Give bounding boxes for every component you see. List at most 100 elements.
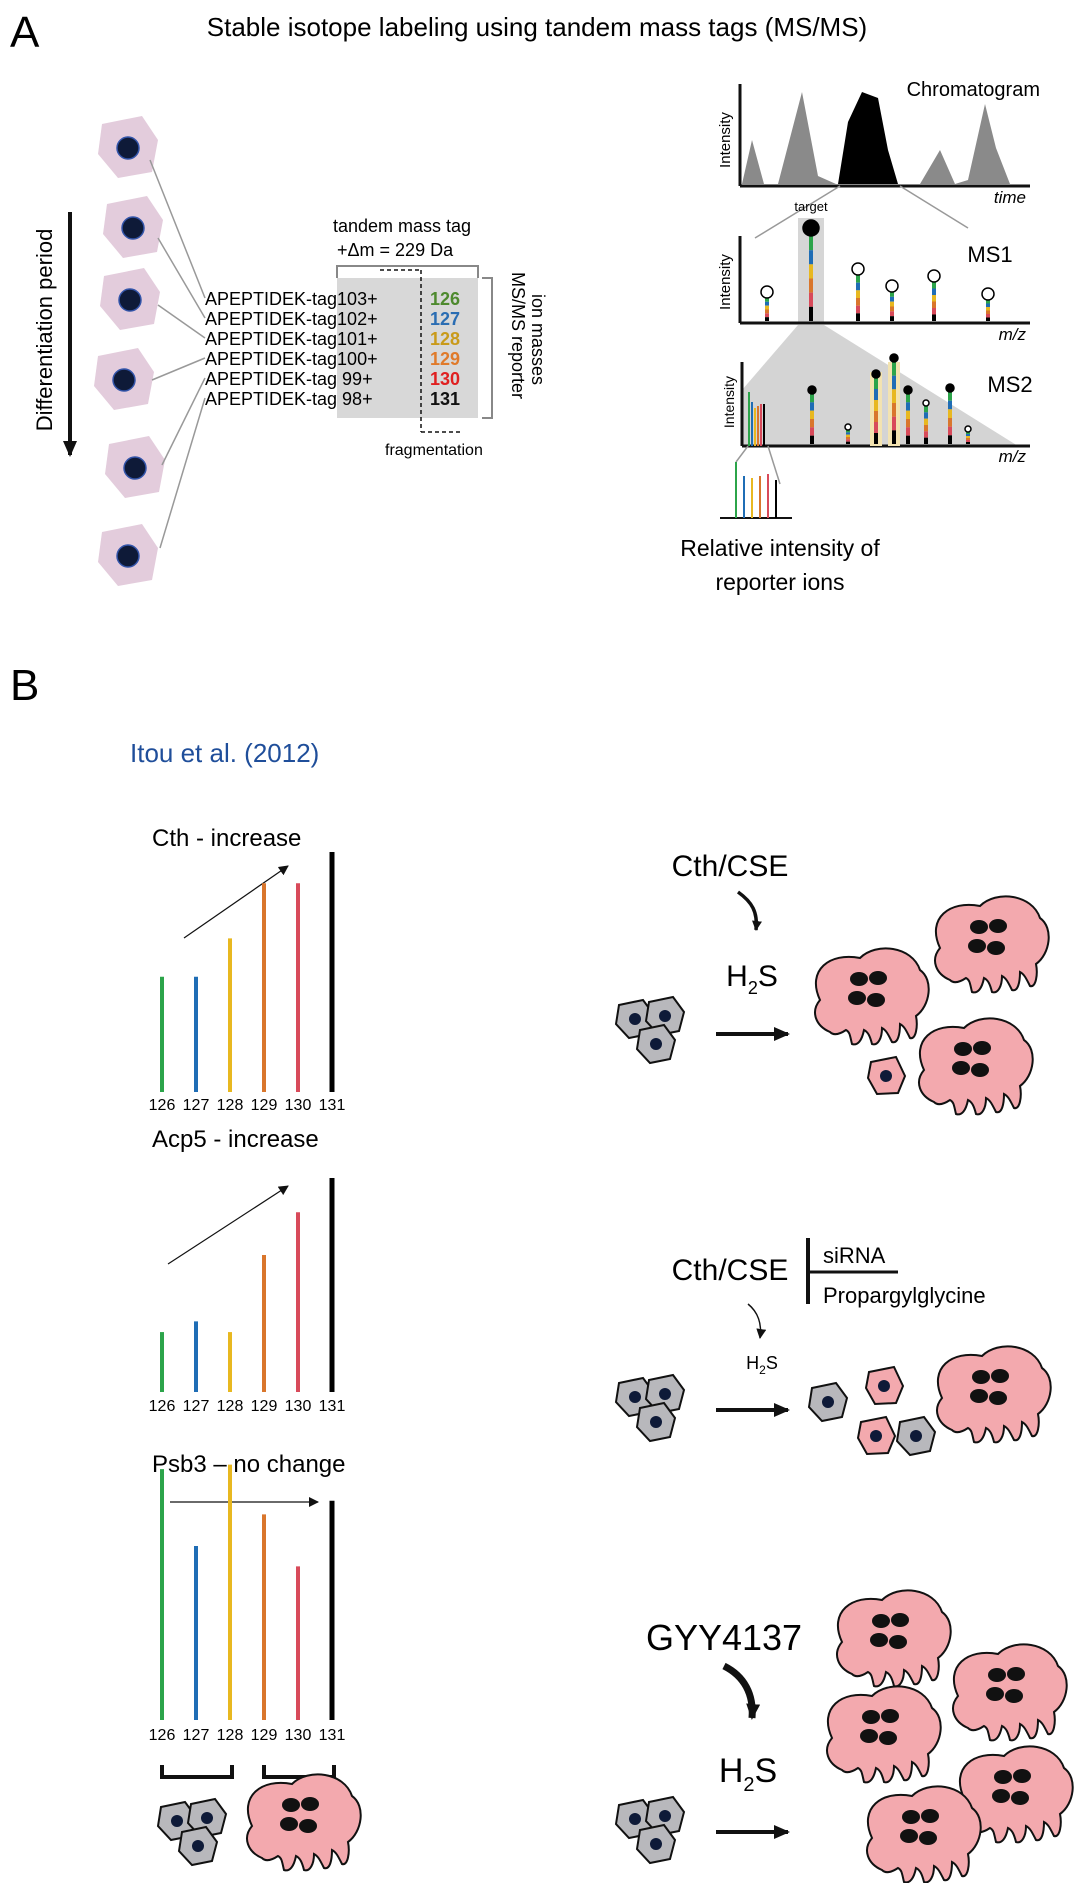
ms2-peak-6-head [922,399,930,407]
tick-label-129: 129 [251,1097,278,1114]
reporter-label-1: MS/MS reporter [508,272,528,399]
ms1-peak-2-head [802,219,820,237]
scenario-gyy4137: GYY4137 H2S [616,1589,1074,1883]
ms2-peak-2-head [844,423,852,431]
scenario1-curved-arrow [736,890,762,931]
tick-label-128: 128 [217,1097,244,1114]
peptide-list: APEPTIDEK-tag103+ APEPTIDEK-tag102+ APEP… [205,289,378,409]
tick-label-126: 126 [149,1097,176,1114]
scenario2-h2s: H2S [746,1353,778,1377]
chart-cth-title: Cth - increase [152,825,301,852]
ms2-peaks [807,353,972,446]
scenario2-gray-cell-2 [896,1416,936,1456]
ms2-peak-8-head [964,425,972,433]
panel-a-letter: A [10,8,40,57]
ms2-peak-1-head [807,385,817,395]
tick-label-127: 127 [183,1398,210,1415]
chart-cth-bars [160,852,335,1092]
peptide-row-4: APEPTIDEK-tag100+ [205,349,378,369]
ms2-intensity-label: Intensity [721,376,737,428]
rel-zoom-right [767,445,781,485]
reporter-masses: 126 127 128 129 130 131 [430,289,460,409]
inhibitor-sirna: siRNA [823,1243,886,1268]
chart-acp5-title: Acp5 - increase [152,1126,319,1153]
bracket-group-1 [160,1765,234,1779]
reporter-mass-128: 128 [430,329,460,349]
scenario2-precursors [616,1375,684,1441]
scenario3-osteoclast-5 [866,1785,982,1883]
cell-connectors [149,159,206,549]
fragmentation-label: fragmentation [385,442,483,459]
panel-b-letter: B [10,661,39,710]
ms2-reporter-peaks [748,392,765,446]
tick-label-131: 131 [319,1398,346,1415]
tick-label-130: 130 [285,1727,312,1744]
tmt-label: tandem mass tag [333,216,471,236]
ms1-peak-6-head [981,287,995,301]
citation: Itou et al. (2012) [130,738,319,768]
chrom-time-label: time [994,188,1026,207]
ms2-peak-7-head [945,383,955,393]
ms1-peak-5-head [927,269,941,283]
ms2-peak-3-head [871,369,881,379]
scenario1-osteoclast-1 [814,947,930,1046]
cell-stage-3 [99,267,161,331]
scenario3-curved-arrow [722,1662,761,1720]
ms1-intensity-label: Intensity [717,254,734,310]
scenario1-precursors [616,997,684,1063]
chart-psb3-title: Psb3 – no change [152,1451,346,1478]
relative-intensity-label-1: Relative intensity of [680,535,880,561]
osteoclast-legend [246,1773,362,1872]
ms1-label: MS1 [967,242,1012,267]
chromatogram: Chromatogram Intensity time [717,79,1040,207]
bracket-group-2 [262,1765,336,1779]
chart-acp5-bars [160,1178,335,1392]
ms1-peak-1-head [760,285,774,299]
chart-acp5-trend-arrow [167,1185,289,1265]
scenario2-curved-arrow [747,1303,767,1339]
tick-label-131: 131 [319,1097,346,1114]
tick-label-129: 129 [251,1398,278,1415]
chrom-intensity-label: Intensity [717,112,734,168]
cell-stage-5 [104,435,166,499]
relative-intensity-label-2: reporter ions [715,569,844,595]
cell-stage-6 [97,523,159,587]
reporter-bracket [482,277,493,419]
ms1-peaks [760,219,995,321]
peptide-row-5: APEPTIDEK-tag 99+ [205,369,373,389]
ms1-peak-3-head [851,262,865,276]
scenario1-osteoclast-2 [934,895,1050,994]
tick-label-126: 126 [149,1398,176,1415]
scenario1-h2s: H2S [726,960,778,998]
ms1-peak-4-head [885,279,899,293]
ms2-label: MS2 [987,372,1032,397]
target-peak [838,92,898,184]
tmt-delta-label: +Δm = 229 Da [337,240,454,260]
reporter-mass-126: 126 [430,289,460,309]
ms2-mz-label: m/z [999,447,1027,466]
tick-label-128: 128 [217,1727,244,1744]
rel-zoom-left [735,445,749,463]
scenario3-osteoclast-1 [836,1589,952,1688]
reporter-mass-127: 127 [430,309,460,329]
scenario3-osteoclast-2 [952,1643,1068,1742]
differentiation-label: Differentiation period [32,229,57,432]
tick-label-130: 130 [285,1398,312,1415]
reporter-mass-131: 131 [430,389,460,409]
relative-reporter-inset [720,462,792,519]
scenario1-agent: Cth/CSE [672,850,789,883]
scenario3-h2s: H2S [719,1752,777,1796]
panel-a-title: Stable isotope labeling using tandem mas… [207,12,867,42]
ms1-mz-label: m/z [999,325,1027,344]
target-label: target [794,199,828,214]
tick-label-127: 127 [183,1727,210,1744]
tick-label-131: 131 [319,1727,346,1744]
scenario-cth-cse-inhibited: Cth/CSE siRNA Propargylglycine H2S [616,1238,1052,1456]
